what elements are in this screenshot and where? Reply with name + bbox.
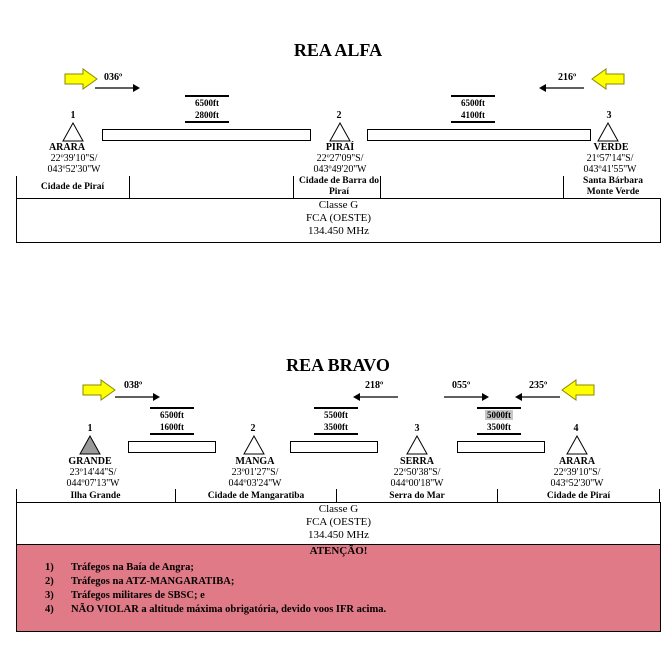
yellow-arrow-right-icon [82, 379, 116, 401]
alfa-altitude-left: 6500ft 2800ft [185, 95, 229, 123]
bravo-altitude-3: 5000ft 3500ft [477, 407, 521, 435]
alfa-wp3-lat: 21º57'14''S/ [586, 153, 634, 164]
bravo-airspace-info: Classe G FCA (OESTE) 134.450 MHz [16, 502, 661, 546]
triangle-waypoint-icon [329, 122, 351, 142]
triangle-waypoint-icon [566, 435, 588, 455]
bravo-wp4-place: Cidade de Piraí [546, 491, 611, 501]
bravo-wp1-lon: 044º07'13''W [66, 478, 120, 489]
bravo-alt2-min: 3500ft [324, 422, 348, 432]
bravo-route-bar-1 [128, 441, 216, 453]
bravo-wp2-lon: 044º03'24''W [228, 478, 282, 489]
alfa-wp3-lon: 043º41'55''W [583, 164, 637, 175]
alfa-wp1-number: 1 [70, 110, 76, 121]
bravo-wp2-place: Cidade de Mangaratiba [207, 491, 305, 501]
alfa-heading-left: 036º [104, 72, 123, 83]
alfa-airspace-info: Classe G FCA (OESTE) 134.450 MHz [16, 198, 661, 243]
alfa-altitude-right: 6500ft 4100ft [451, 95, 495, 123]
bravo-airspace-class: Classe G [318, 503, 359, 515]
bravo-heading-1: 038º [124, 380, 143, 391]
triangle-waypoint-icon [62, 122, 84, 142]
bravo-wp1-name: GRANDE [68, 456, 112, 467]
warning-item: 2)Tráfegos na ATZ-MANGARATIBA; [45, 576, 235, 587]
yellow-arrow-right-icon [64, 68, 98, 90]
alfa-wp2-name: PIRAÍ [325, 142, 355, 153]
warning-item: 1)Tráfegos na Baía de Angra; [45, 562, 194, 573]
alfa-route-bar-right [367, 129, 591, 141]
alfa-heading-right: 216º [558, 72, 577, 83]
bravo-wp2-lat: 23º01'27''S/ [231, 467, 279, 478]
bravo-wp4-lat: 22º39'10''S/ [553, 467, 601, 478]
alfa-alt-right-max: 6500ft [461, 98, 485, 108]
alfa-airspace-fca: FCA (OESTE) [305, 212, 372, 224]
alfa-wp3-number: 3 [606, 110, 612, 121]
arrow-right-icon [115, 393, 160, 401]
bravo-wp2-number: 2 [250, 423, 256, 434]
bravo-title: REA BRAVO [286, 355, 390, 375]
warning-box: ATENÇÃO! 1)Tráfegos na Baía de Angra; 2)… [16, 544, 661, 632]
alfa-wp3-name: VERDE [593, 142, 629, 153]
warning-item: 3)Tráfegos militares de SBSC; e [45, 590, 205, 601]
bravo-wp2-name: MANGA [235, 456, 275, 467]
alfa-wp1-name: ARARA [48, 142, 86, 153]
triangle-waypoint-icon [243, 435, 265, 455]
bravo-alt2-max: 5500ft [324, 410, 348, 420]
alfa-title: REA ALFA [293, 40, 383, 60]
alfa-alt-left-min: 2800ft [195, 110, 219, 120]
warning-list: 1)Tráfegos na Baía de Angra; 2)Tráfegos … [45, 561, 660, 617]
bravo-altitude-1: 6500ft 1600ft [150, 407, 194, 435]
bravo-wp3-place: Serra do Mar [389, 491, 445, 501]
bravo-heading-3: 055º [452, 380, 471, 391]
alfa-wp2-place: Cidade de Barra do Piraí [299, 176, 379, 197]
bravo-wp3-lon: 044º00'18''W [390, 478, 444, 489]
bravo-frequency: 134.450 MHz [307, 529, 370, 541]
triangle-waypoint-icon [406, 435, 428, 455]
bravo-wp3-number: 3 [414, 423, 420, 434]
arrow-right-icon [444, 393, 489, 401]
arrow-right-icon [95, 84, 140, 92]
alfa-route-bar-left [102, 129, 311, 141]
alfa-wp1-place: Cidade de Piraí [40, 182, 105, 192]
bravo-wp4-number: 4 [573, 423, 579, 434]
bravo-wp3-name: SERRA [400, 456, 434, 467]
arrow-left-icon [353, 393, 398, 401]
bravo-alt3-max: 5000ft [485, 410, 513, 420]
bravo-alt1-min: 1600ft [160, 422, 184, 432]
bravo-wp3-lat: 22º50'38''S/ [393, 467, 441, 478]
bravo-wp1-lat: 23º14'44''S/ [69, 467, 117, 478]
bravo-alt1-max: 6500ft [160, 410, 184, 420]
bravo-wp4-lon: 043º52'30''W [550, 478, 604, 489]
bravo-airspace-fca: FCA (OESTE) [305, 516, 372, 528]
warning-item: 4)NÃO VIOLAR a altitude máxima obrigatór… [45, 604, 387, 615]
alfa-wp1-lon: 043º52'30''W [47, 164, 101, 175]
alfa-wp1-lat: 22º39'10''S/ [50, 153, 98, 164]
alfa-wp2-number: 2 [336, 110, 342, 121]
alfa-wp2-lon: 043º49'20''W [313, 164, 367, 175]
alfa-airspace-class: Classe G [318, 199, 359, 211]
yellow-arrow-left-icon [591, 68, 625, 90]
alfa-alt-left-max: 6500ft [195, 98, 219, 108]
bravo-heading-4: 235º [529, 380, 548, 391]
warning-title: ATENÇÃO! [309, 545, 368, 557]
bravo-wp1-place: Ilha Grande [70, 491, 121, 501]
bravo-route-bar-3 [457, 441, 545, 453]
bravo-heading-2: 218º [365, 380, 384, 391]
arrow-left-icon [515, 393, 560, 401]
bravo-altitude-2: 5500ft 3500ft [314, 407, 358, 435]
bravo-route-bar-2 [290, 441, 378, 453]
bravo-wp4-name: ARARA [558, 456, 596, 467]
arrow-left-icon [539, 84, 584, 92]
triangle-waypoint-icon [597, 122, 619, 142]
alfa-frequency: 134.450 MHz [307, 225, 370, 237]
grey-triangle-waypoint-icon [79, 435, 101, 455]
bravo-alt3-min: 3500ft [487, 422, 511, 432]
alfa-wp2-lat: 22º27'09''S/ [316, 153, 364, 164]
bravo-wp1-number: 1 [87, 423, 93, 434]
alfa-wp3-place: Santa Bárbara Monte Verde [583, 176, 643, 197]
alfa-alt-right-min: 4100ft [461, 110, 485, 120]
yellow-arrow-left-icon [561, 379, 595, 401]
